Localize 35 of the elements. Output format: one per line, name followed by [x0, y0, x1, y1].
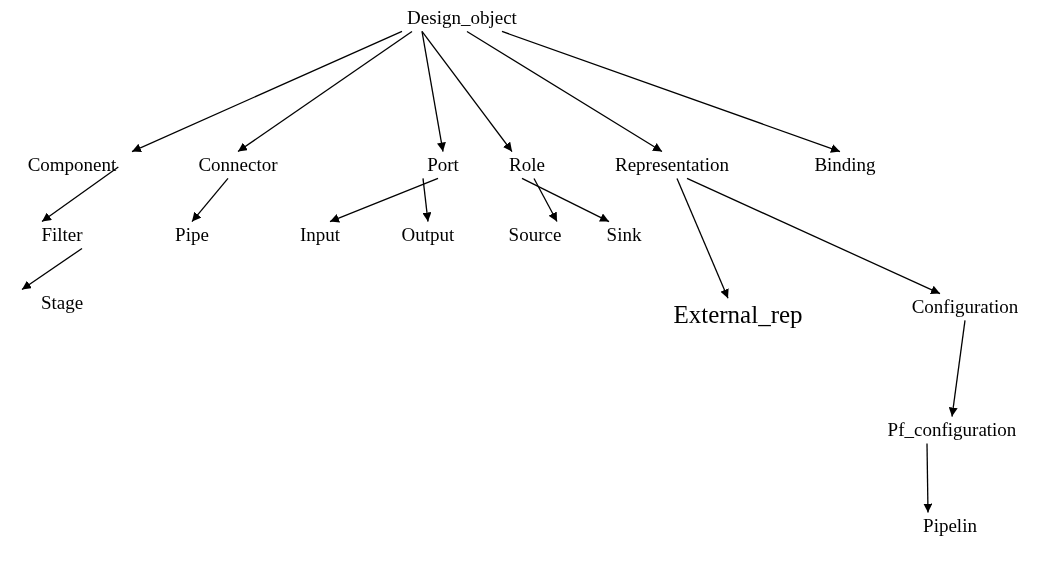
node-label: Port	[426, 154, 460, 176]
arrow	[41, 166, 119, 223]
node-label: Source	[507, 224, 563, 246]
arrow	[521, 177, 610, 223]
arrow	[329, 177, 439, 223]
arrow	[191, 177, 229, 223]
node-label: Filter	[40, 224, 84, 246]
node-label: Role	[508, 154, 546, 176]
arrow	[466, 30, 663, 153]
node-label: Pipe	[174, 224, 210, 246]
node-label: Component	[26, 154, 118, 176]
arrow	[21, 247, 83, 291]
arrow	[686, 177, 941, 295]
arrow	[422, 177, 432, 223]
arrow	[131, 30, 403, 153]
arrow	[676, 177, 729, 299]
node-label: Stage	[39, 292, 85, 314]
node-label: Sink	[605, 224, 643, 246]
arrow	[421, 30, 446, 153]
node-label: Pipelin	[922, 515, 978, 537]
arrow	[421, 30, 513, 153]
node-label: External_rep	[672, 301, 804, 329]
node-label: Configuration	[910, 296, 1020, 318]
node-label: Binding	[813, 154, 877, 176]
node-label: Output	[400, 224, 456, 246]
arrow	[237, 30, 413, 153]
arrow	[501, 30, 841, 153]
node-label: Representation	[614, 154, 730, 176]
arrow	[533, 177, 558, 223]
node-label: Pf_configuration	[886, 419, 1018, 441]
arrow	[923, 442, 933, 514]
node-label: Connector	[197, 154, 279, 176]
arrow	[948, 319, 966, 418]
node-label: Design_object	[406, 7, 518, 29]
node-label: Input	[298, 224, 342, 246]
